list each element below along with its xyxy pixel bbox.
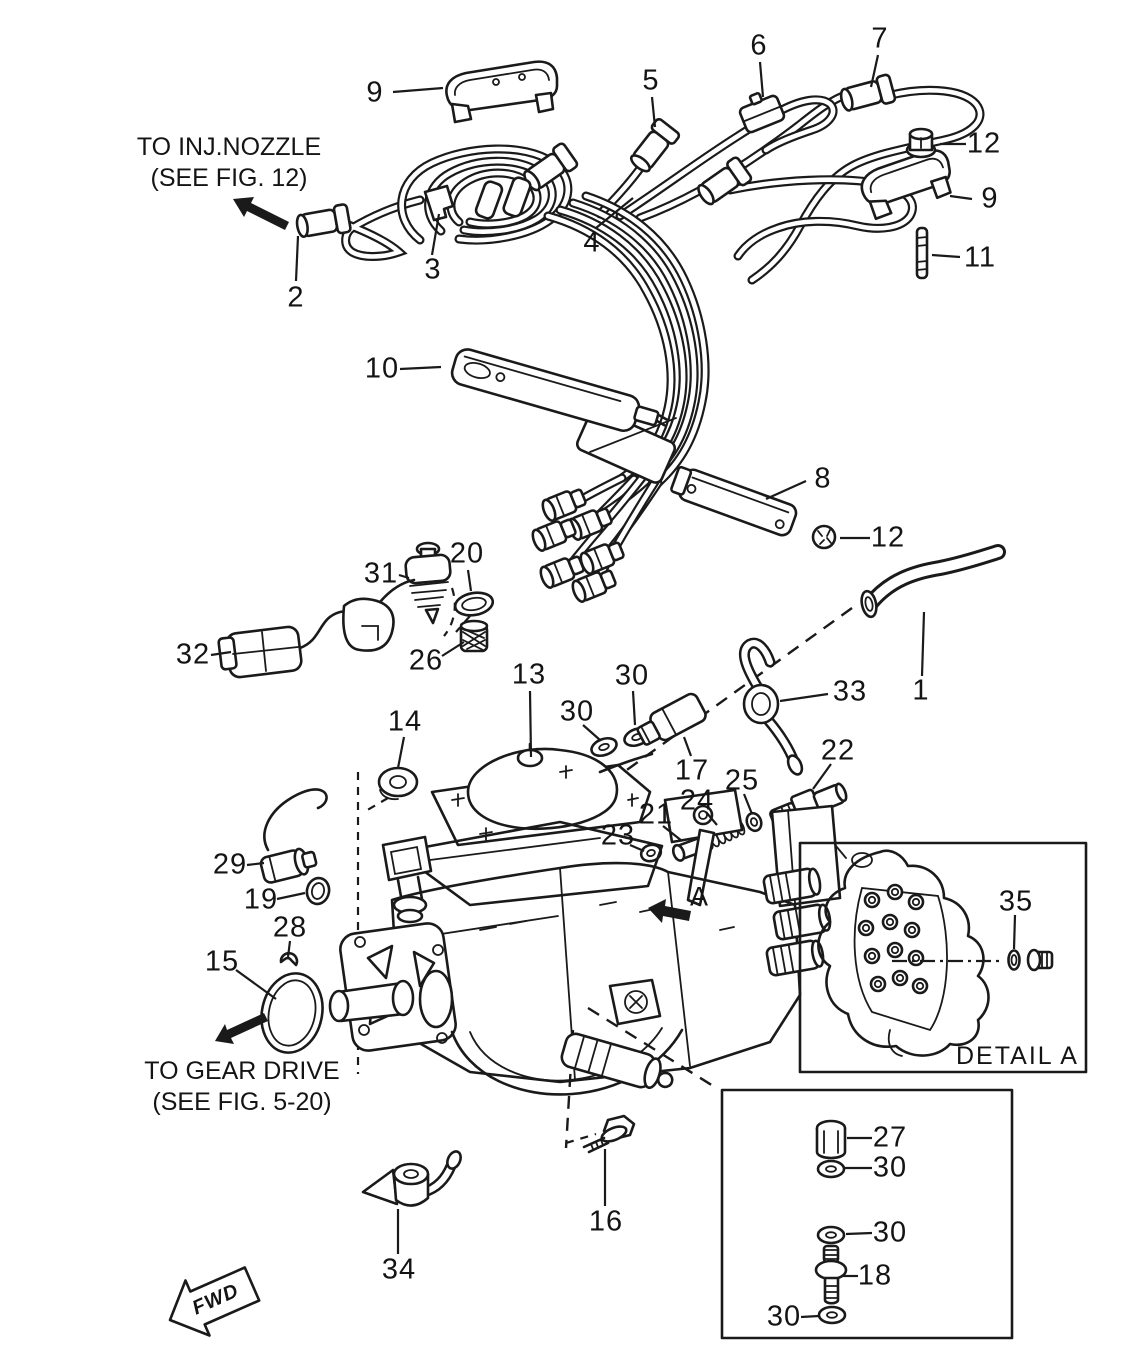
clip-28 (279, 951, 299, 967)
to-inj-nozzle-note: TO INJ.NOZZLE (SEE FIG. 12) (120, 132, 338, 193)
sensor-31-group (217, 541, 495, 679)
part-callout: 10 (364, 352, 400, 385)
governor-cover-13 (430, 742, 654, 847)
washers-and-bolt-17 (587, 692, 707, 761)
part-callout: 14 (387, 705, 423, 738)
to-inj-nozzle-arrow (233, 197, 289, 230)
part-callout: 21 (638, 798, 674, 831)
part-callout: 29 (212, 848, 248, 881)
cap-nut-12-top (905, 127, 937, 159)
to-inj-nozzle-line1: TO INJ.NOZZLE (136, 133, 322, 161)
view-a-label: A (689, 881, 709, 912)
part-callout: 7 (871, 22, 889, 55)
part-callout: 12 (966, 127, 1002, 160)
cap-nut-12-mid (811, 524, 837, 550)
part-callout: 26 (408, 644, 444, 677)
part-callout: 30 (872, 1216, 908, 1249)
pipe-bracket-9-right (860, 149, 952, 221)
part-callout: 30 (614, 659, 650, 692)
to-gear-drive-note: TO GEAR DRIVE (SEE FIG. 5-20) (128, 1056, 356, 1117)
pipe-clamp-3 (423, 184, 455, 222)
part-callout: 19 (243, 883, 279, 916)
part-callout: 20 (449, 537, 485, 570)
pipe-clamp-8 (670, 465, 798, 537)
connector-32 (217, 578, 416, 679)
part-callout: 9 (366, 76, 384, 109)
pipe-bracket-10 (450, 348, 669, 433)
detail-a-label: DETAIL A (956, 1042, 1079, 1070)
part-callout: 1 (912, 674, 930, 707)
leader-lines (210, 54, 1017, 1319)
part-callout: 11 (963, 241, 997, 274)
part-callout: 18 (857, 1259, 893, 1292)
part-callout: 30 (766, 1300, 802, 1333)
pipe-band-clamp (575, 408, 677, 484)
part-callout: 32 (175, 638, 211, 671)
part-callout: 25 (724, 764, 760, 797)
pipe-fitting-7 (836, 72, 898, 116)
part-callout: 24 (679, 784, 715, 817)
detail-bolt-35 (1026, 948, 1054, 972)
part-callout: 13 (511, 658, 547, 691)
part-callout: 4 (583, 226, 601, 259)
part-callout: 12 (870, 521, 906, 554)
part-callout: 15 (204, 945, 240, 978)
part-callout: 8 (814, 462, 832, 495)
to-gear-drive-line1: TO GEAR DRIVE (144, 1057, 340, 1085)
part-callout: 17 (674, 754, 710, 787)
view-a-arrow (648, 899, 691, 923)
flange-bolt-16 (582, 1114, 636, 1154)
cap-27 (815, 1119, 847, 1160)
pipe-clamp-6 (738, 91, 786, 134)
to-gear-drive-line2: (SEE FIG. 5-20) (152, 1087, 332, 1116)
hose-grommet-33 (738, 637, 804, 776)
bushing-14 (377, 766, 419, 801)
part-callout: 22 (820, 734, 856, 767)
sub-parts-box (720, 1088, 1014, 1340)
part-callout: 9 (981, 182, 999, 215)
part-callout: 28 (272, 911, 308, 944)
sensor-29-group (259, 788, 331, 1054)
part-callout: 6 (750, 29, 768, 62)
injection-pipes (293, 72, 985, 605)
fitting-18 (814, 1244, 848, 1305)
pipe-fitting-5 (625, 116, 682, 178)
part-callout: 31 (363, 557, 399, 590)
filter-26 (459, 619, 489, 653)
stud-11 (915, 226, 929, 280)
part-callout: 16 (588, 1205, 624, 1238)
part-callout: 2 (287, 281, 305, 314)
to-inj-nozzle-line2: (SEE FIG. 12) (150, 163, 308, 192)
part-callout: 33 (832, 675, 868, 708)
part-callout: 27 (872, 1121, 908, 1154)
o-ring-15 (260, 972, 324, 1054)
part-callout: 3 (424, 253, 442, 286)
detail-a-box (798, 841, 1088, 1074)
part-callout: 5 (642, 64, 660, 97)
part-callout: 34 (381, 1253, 417, 1286)
part-callout: 23 (600, 819, 636, 852)
part-callout: 30 (872, 1151, 908, 1184)
injection-pump-body (328, 788, 842, 1096)
fwd-arrow (168, 1266, 261, 1337)
part-callout: 35 (998, 885, 1034, 918)
part-callout: 30 (559, 695, 595, 728)
overflow-joint-34 (361, 1150, 462, 1207)
fuel-hose-1 (860, 544, 1006, 619)
pipe-bracket-9-top (445, 60, 559, 124)
to-gear-drive-arrow (215, 1013, 268, 1044)
